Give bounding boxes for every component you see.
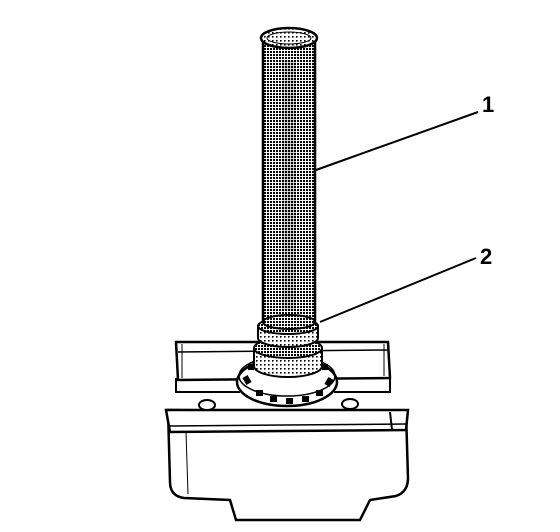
housing-base bbox=[164, 408, 410, 522]
callout-leaders bbox=[315, 111, 479, 323]
leader-line-2 bbox=[319, 257, 477, 323]
callout-number-2: 2 bbox=[480, 244, 492, 269]
installer-tube bbox=[259, 26, 319, 330]
leader-line-1 bbox=[315, 111, 479, 171]
callout-number-1: 1 bbox=[482, 92, 494, 117]
